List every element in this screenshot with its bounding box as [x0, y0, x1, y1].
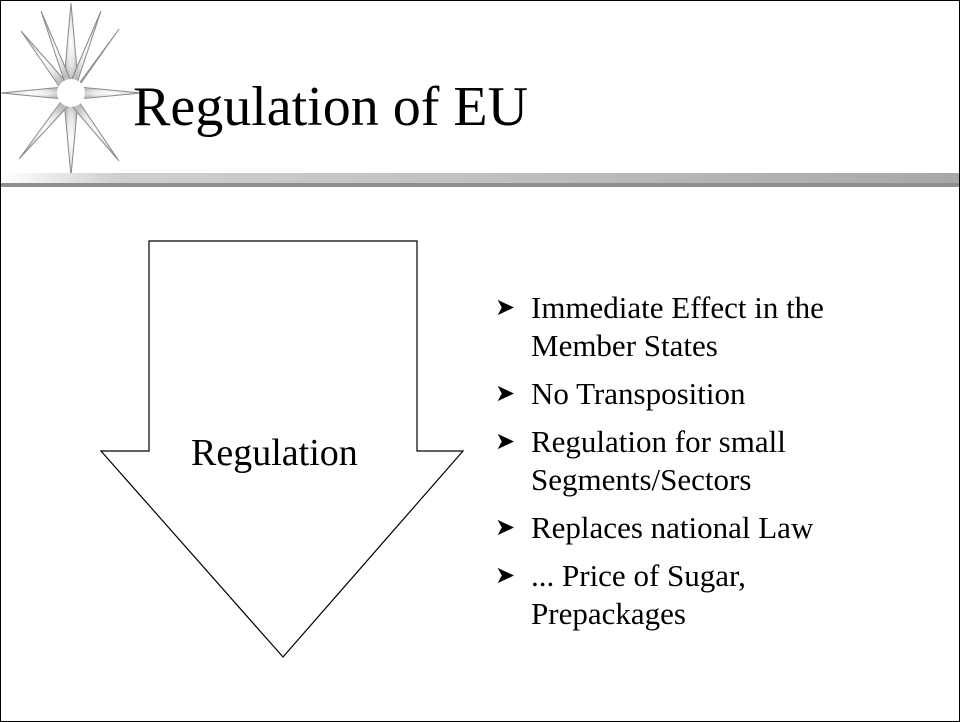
bullet-text: No Transposition [531, 376, 746, 411]
arrow-bullet-icon: ➤ [495, 515, 516, 541]
bullet-text: Immediate Effect in the [531, 290, 824, 325]
arrow-bullet-icon: ➤ [495, 429, 516, 455]
bullet-item: ➤ No Transposition [495, 375, 935, 413]
bullet-item: ➤ Regulation for small Segments/Sectors [495, 423, 935, 499]
bullet-text: Regulation for small [531, 424, 786, 459]
bullet-text: Prepackages [531, 596, 686, 631]
bullet-text: Segments/Sectors [531, 462, 752, 497]
bullet-item: ➤ Replaces national Law [495, 509, 935, 547]
arrow-bullet-icon: ➤ [495, 295, 516, 321]
slide-title: Regulation of EU [133, 76, 529, 138]
bullet-list: ➤ Immediate Effect in the Member States … [495, 289, 935, 643]
down-arrow-shape [99, 240, 465, 658]
arrow-label: Regulation [191, 432, 358, 474]
bullet-text: ... Price of Sugar, [531, 558, 746, 593]
bullet-item: ➤ ... Price of Sugar, Prepackages [495, 557, 935, 633]
starburst-icon [1, 2, 142, 177]
bullet-item: ➤ Immediate Effect in the Member States [495, 289, 935, 365]
title-divider-line [1, 183, 959, 187]
arrow-bullet-icon: ➤ [495, 381, 516, 407]
arrow-bullet-icon: ➤ [495, 563, 516, 589]
bullet-text: Replaces national Law [531, 510, 814, 545]
bullet-text: Member States [531, 328, 718, 363]
